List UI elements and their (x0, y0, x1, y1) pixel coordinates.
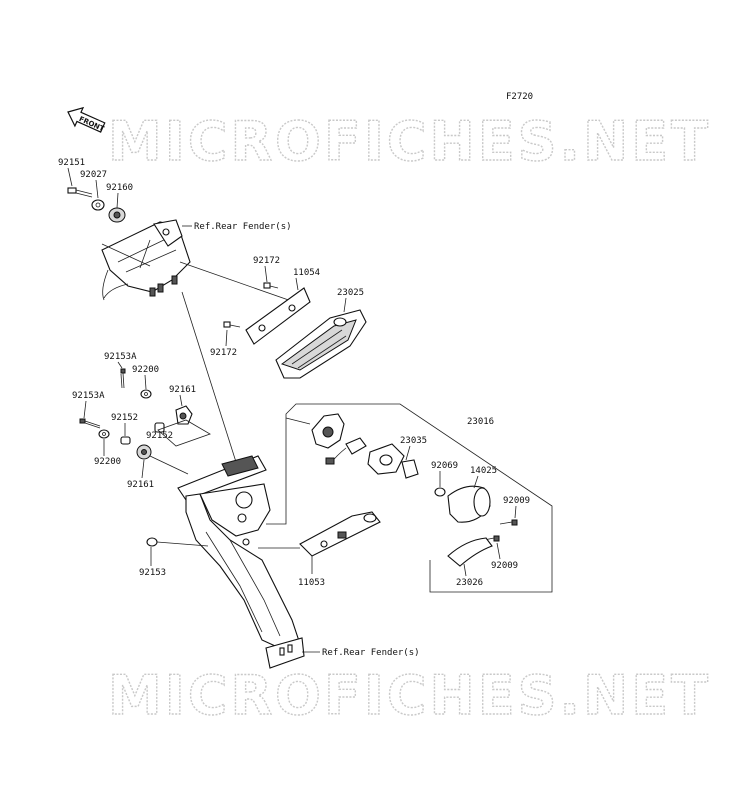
label-23025: 23025 (337, 288, 364, 298)
screw-92153 (146, 537, 209, 547)
front-arrow-icon: FRONT (67, 106, 106, 133)
cover-23026 (447, 537, 493, 567)
screw-92069 (434, 487, 446, 497)
label-11053: 11053 (298, 578, 325, 588)
watermark-top: MICROFICHES.NET (108, 110, 711, 173)
damper-92160 (108, 207, 126, 223)
socket-wire (325, 437, 367, 465)
screw-92153A-a (120, 368, 126, 389)
ref-rear-fender-top: Ref.Rear Fender(s) (194, 222, 292, 232)
washer-92027 (91, 199, 105, 211)
label-92200-b: 92200 (94, 457, 121, 467)
upper-bracket (101, 219, 191, 301)
label-92200-a: 92200 (132, 365, 159, 375)
washer-92200-b (98, 429, 110, 439)
label-23026: 23026 (456, 578, 483, 588)
ref-rear-fender-bottom: Ref.Rear Fender(s) (322, 648, 420, 658)
label-92172-b: 92172 (210, 348, 237, 358)
bracket-11053 (299, 511, 381, 557)
figure-code: F2720 (506, 92, 533, 102)
collar-92152-a (120, 436, 131, 445)
screw-92009-a (499, 519, 518, 526)
screw-92153A-b (79, 418, 101, 429)
washer-92200-a (140, 389, 152, 399)
label-92160: 92160 (106, 183, 133, 193)
lens-14025 (447, 485, 491, 523)
lamp-housing (311, 413, 345, 449)
label-92009-b: 92009 (491, 561, 518, 571)
label-23035: 23035 (400, 436, 427, 446)
label-92153: 92153 (139, 568, 166, 578)
label-14025: 14025 (470, 466, 497, 476)
label-92161-a: 92161 (169, 385, 196, 395)
label-92027: 92027 (80, 170, 107, 180)
label-92152-a: 92152 (111, 413, 138, 423)
plate-11054 (245, 287, 311, 345)
screw-92172-a (263, 282, 279, 289)
label-11054: 11054 (293, 268, 320, 278)
label-92161-b: 92161 (127, 480, 154, 490)
label-92152-b: 92152 (146, 431, 173, 441)
bulb-holder-23035 (367, 443, 419, 479)
label-23016: 23016 (467, 417, 494, 427)
bolt-92151 (67, 187, 93, 198)
screw-92172-b (223, 321, 241, 328)
damper-92161-b (136, 444, 152, 460)
tail-lamp-23025 (275, 309, 367, 379)
watermark-bottom: MICROFICHES.NET (108, 664, 711, 727)
label-92153A-a: 92153A (104, 352, 137, 362)
label-92153A-b: 92153A (72, 391, 105, 401)
damper-92161-a (175, 405, 193, 425)
label-92151: 92151 (58, 158, 85, 168)
label-92069: 92069 (431, 461, 458, 471)
label-92009-a: 92009 (503, 496, 530, 506)
license-bracket (177, 455, 305, 669)
label-92172-a: 92172 (253, 256, 280, 266)
